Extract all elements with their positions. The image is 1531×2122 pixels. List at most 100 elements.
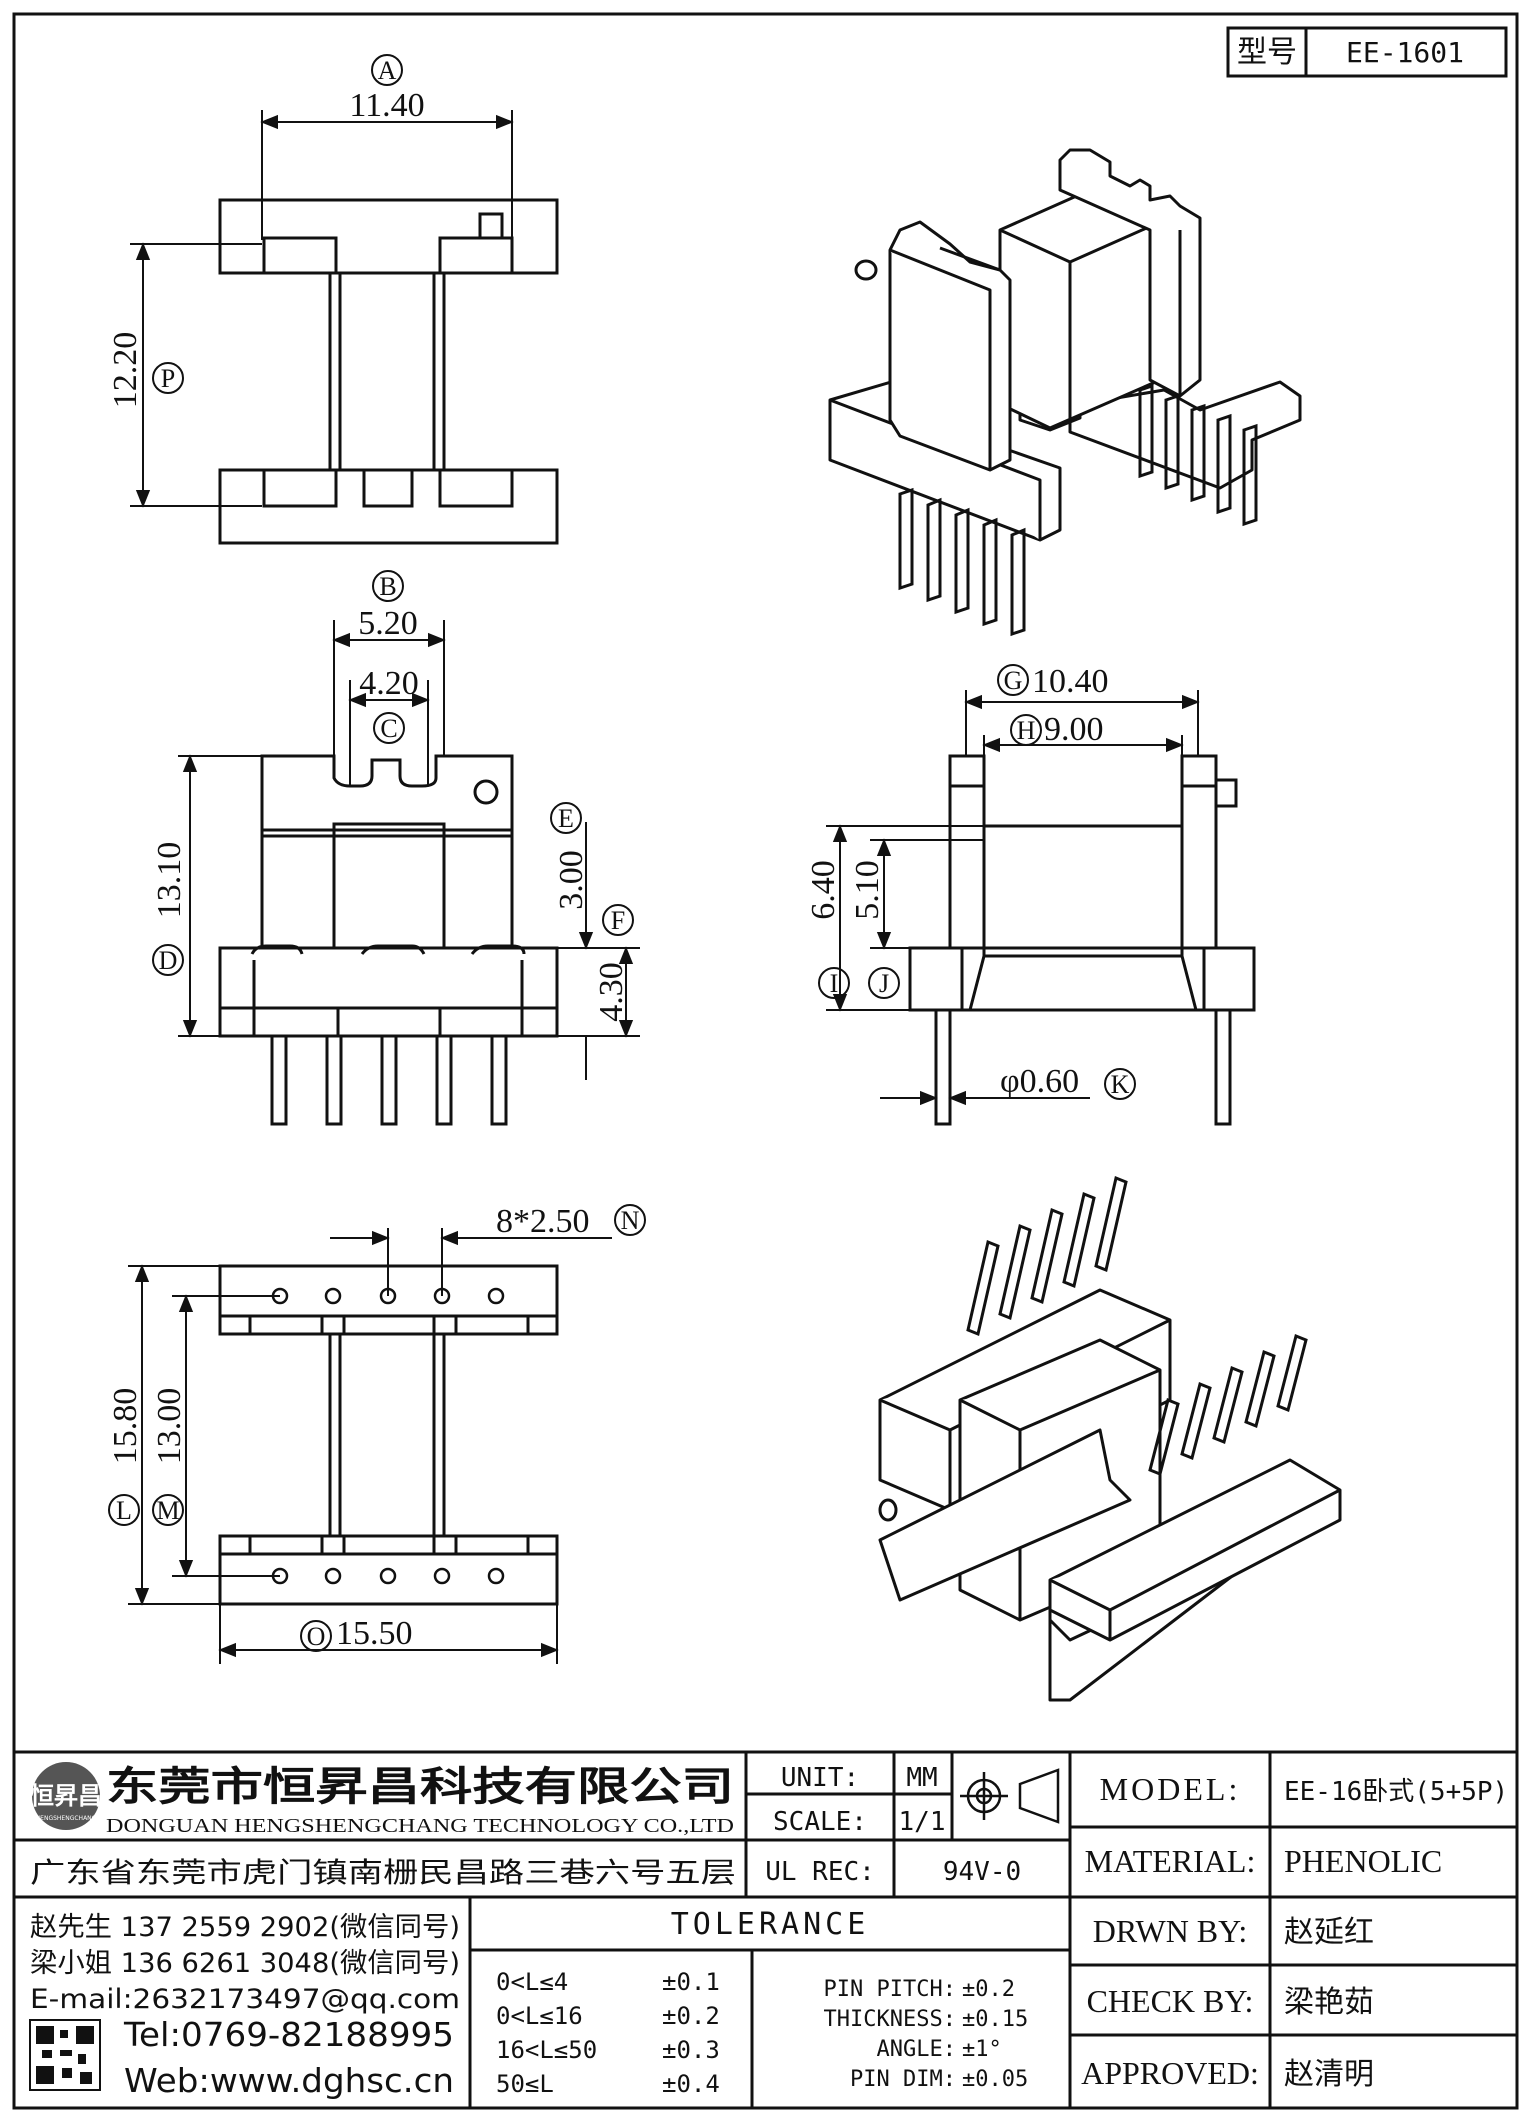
tol-item-4-label: PIN DIM: — [850, 2067, 956, 2092]
dim-O-letter: O — [307, 1622, 326, 1651]
dim-G-letter: G — [1004, 666, 1023, 695]
dim-N-value: 8*2.50 — [496, 1203, 590, 1240]
dim-F-letter: F — [611, 906, 625, 935]
dimension-N: 8*2.50 N — [330, 1203, 646, 1296]
top-view — [218, 198, 559, 545]
drawn-by-label: DRWN BY: — [1093, 1913, 1247, 1949]
dimension-J: 5.10 J — [849, 838, 984, 999]
dimension-P: 12.20 P — [107, 242, 262, 508]
dim-K-value: φ0.60 — [1000, 1063, 1079, 1100]
web: Web:www.dghsc.cn — [124, 2061, 454, 2100]
tol-value-3: ±0.3 — [662, 2036, 720, 2064]
approved-value: 赵清明 — [1284, 2057, 1374, 2092]
dimension-L: 15.80 L — [107, 1264, 220, 1606]
check-by-value: 梁艳茹 — [1284, 1985, 1374, 2020]
model-value: EE-16卧式(5+5P) — [1284, 1777, 1508, 1807]
company-address: 广东省东莞市虎门镇南栅民昌路三巷六号五层 — [30, 1856, 736, 1889]
dim-E-value: 3.00 — [553, 850, 590, 910]
contact-line-1: 赵先生 137 2559 2902(微信同号) — [30, 1912, 460, 1943]
scale-value: 1/1 — [899, 1807, 946, 1837]
dimension-I: 6.40 I — [805, 824, 984, 1012]
dim-K-letter: K — [1111, 1070, 1130, 1099]
dim-H-value: 9.00 — [1044, 711, 1104, 748]
iso-upright-pins — [898, 383, 1258, 637]
ulrec-label: UL REC: — [765, 1857, 875, 1887]
dim-P-letter: P — [161, 364, 175, 393]
dimension-G: G 10.40 — [964, 663, 1200, 756]
sheet-border — [12, 12, 1519, 2110]
material-value: PHENOLIC — [1284, 1843, 1442, 1879]
logo-text: 恒昇昌 — [30, 1782, 102, 1810]
tol-value-2: ±0.2 — [662, 2002, 720, 2030]
dim-O-value: 15.50 — [336, 1615, 413, 1652]
tol-range-4: 50≤L — [496, 2070, 554, 2098]
tol-item-1-value: ±0.2 — [962, 1977, 1015, 2002]
ulrec-value: 94V-0 — [943, 1857, 1021, 1887]
dim-J-letter: J — [879, 969, 889, 998]
dim-M-letter: M — [156, 1496, 179, 1525]
dim-G-value: 10.40 — [1032, 663, 1109, 700]
dim-D-value: 13.10 — [151, 842, 188, 919]
model-box-label: 型号 — [1237, 35, 1297, 70]
title-block — [14, 1750, 1517, 2108]
iso-horizontal-pins — [966, 1175, 1308, 1477]
model-number-box: 型号 EE-1601 — [1226, 26, 1508, 78]
dim-B-value: 5.20 — [358, 605, 418, 642]
qr-code-icon — [29, 2019, 101, 2091]
unit-value: MM — [906, 1763, 937, 1793]
dimension-F: 4.30 F — [557, 904, 640, 1038]
dim-L-letter: L — [116, 1496, 132, 1525]
dimension-H: H 9.00 — [982, 711, 1184, 756]
dim-J-value: 5.10 — [849, 860, 886, 920]
tol-item-2-label: THICKNESS: — [824, 2007, 956, 2032]
dim-N-letter: N — [621, 1206, 640, 1235]
company-name-en: DONGUAN HENGSHENGCHANG TECHNOLOGY CO.,LT… — [106, 1815, 734, 1837]
tol-item-3-label: ANGLE: — [877, 2037, 956, 2062]
dim-H-letter: H — [1017, 716, 1036, 745]
material-label: MATERIAL: — [1085, 1843, 1256, 1879]
contact-email: E-mail:2632173497@qq.com — [30, 1984, 460, 2015]
tol-value-4: ±0.4 — [662, 2070, 720, 2098]
tol-item-3-value: ±1° — [962, 2037, 1002, 2062]
dimension-A: A 11.40 — [260, 54, 514, 240]
logo-subtext: HENGSHENGCHANG — [36, 1815, 97, 1822]
isometric-view-horizontal — [878, 1288, 1342, 1702]
dim-E-letter: E — [558, 804, 574, 833]
dimension-K: φ0.60 K — [880, 1063, 1136, 1110]
company-logo: 恒昇昌 HENGSHENGCHANG — [30, 1762, 102, 1830]
dim-I-value: 6.40 — [805, 860, 842, 920]
tel: Tel:0769-82188995 — [123, 2015, 454, 2054]
model-label: MODEL: — [1100, 1771, 1241, 1807]
dim-C-value: 4.20 — [359, 665, 419, 702]
unit-label: UNIT: — [781, 1763, 859, 1793]
dim-M-value: 13.00 — [151, 1388, 188, 1465]
tol-value-1: ±0.1 — [662, 1968, 720, 1996]
company-name-cn: 东莞市恒昇昌科技有限公司 — [106, 1764, 734, 1810]
dim-L-value: 15.80 — [107, 1388, 144, 1465]
tol-range-2: 0<L≤16 — [496, 2002, 583, 2030]
dim-A-letter: A — [378, 56, 397, 85]
bottom-view — [218, 1264, 559, 1606]
dim-A-value: 11.40 — [349, 87, 424, 124]
dimension-M: 13.00 M — [151, 1294, 280, 1578]
check-by-label: CHECK BY: — [1087, 1983, 1254, 2019]
model-box-value: EE-1601 — [1346, 36, 1464, 69]
approved-label: APPROVED: — [1081, 2055, 1259, 2091]
dim-F-value: 4.30 — [593, 962, 630, 1022]
tol-item-1-label: PIN PITCH: — [824, 1977, 956, 2002]
projection-symbol-icon — [960, 1768, 1060, 1824]
dimension-E: 3.00 E — [550, 802, 600, 1080]
tol-item-2-value: ±0.15 — [962, 2007, 1028, 2032]
dim-C-letter: C — [380, 714, 397, 743]
dimension-O: O 15.50 — [218, 1604, 559, 1664]
front-view — [218, 754, 559, 1126]
dim-P-value: 12.20 — [107, 332, 144, 409]
dim-B-letter: B — [379, 572, 396, 601]
tolerance-title: TOLERANCE — [671, 1907, 870, 1942]
dim-D-letter: D — [159, 946, 178, 975]
dim-I-letter: I — [830, 969, 839, 998]
tol-item-4-value: ±0.05 — [962, 2067, 1028, 2092]
drawn-by-value: 赵延红 — [1284, 1915, 1374, 1950]
dimension-D: D 13.10 — [151, 754, 262, 1038]
